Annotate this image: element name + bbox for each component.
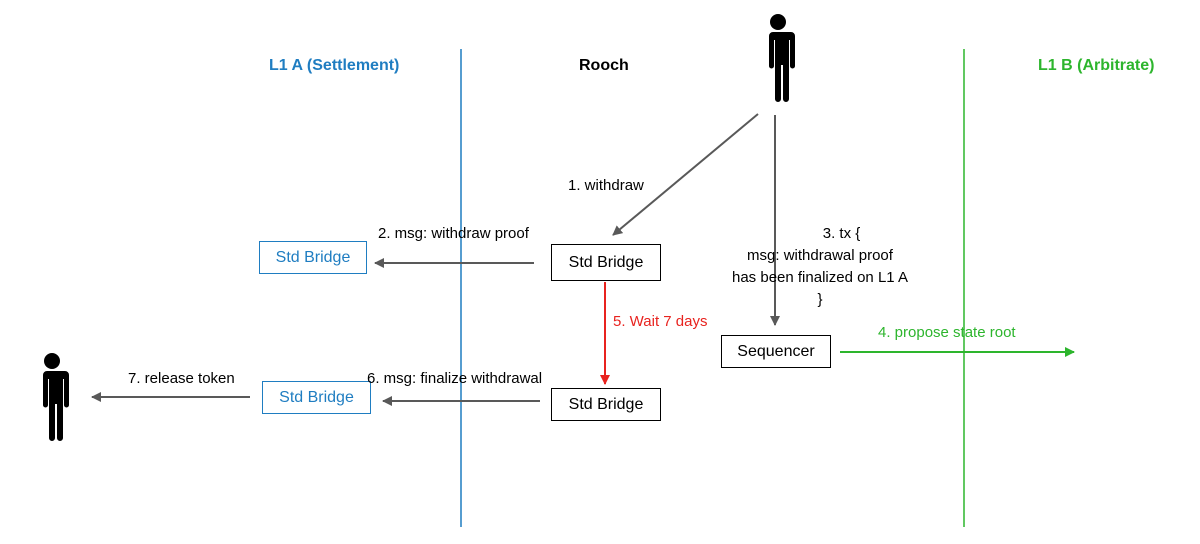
step-4-label: 4. propose state root <box>878 324 1016 341</box>
l1a-std-bridge-bottom: Std Bridge <box>262 381 371 414</box>
lane-title-l1a: L1 A (Settlement) <box>269 57 400 74</box>
step-3-line-3: has been finalized on L1 A <box>732 269 908 286</box>
arrow-withdraw <box>612 113 759 236</box>
step-6-label: 6. msg: finalize withdrawal <box>367 370 543 387</box>
person-icon <box>765 14 795 102</box>
step-7-label: 7. release token <box>128 370 235 387</box>
step-5-label: 5. Wait 7 days <box>613 313 708 330</box>
sequencer-node: Sequencer <box>721 335 831 368</box>
step-1-label: 1. withdraw <box>568 177 644 194</box>
step-3-label: 3. tx { msg: withdrawal proof has been f… <box>700 223 940 311</box>
step-3-line-2: msg: withdrawal proof <box>747 247 893 264</box>
rooch-std-bridge-top: Std Bridge <box>551 244 661 281</box>
step-3-line-1: 3. tx { <box>822 225 861 242</box>
step-2-label: 2. msg: withdraw proof <box>378 225 529 242</box>
step-3-line-4: } <box>817 291 823 308</box>
person-icon <box>39 353 69 441</box>
lane-title-l1b: L1 B (Arbitrate) <box>1038 57 1155 74</box>
rooch-std-bridge-bottom: Std Bridge <box>551 388 661 421</box>
lane-title-rooch: Rooch <box>579 57 629 74</box>
l1a-std-bridge-top: Std Bridge <box>259 241 367 274</box>
